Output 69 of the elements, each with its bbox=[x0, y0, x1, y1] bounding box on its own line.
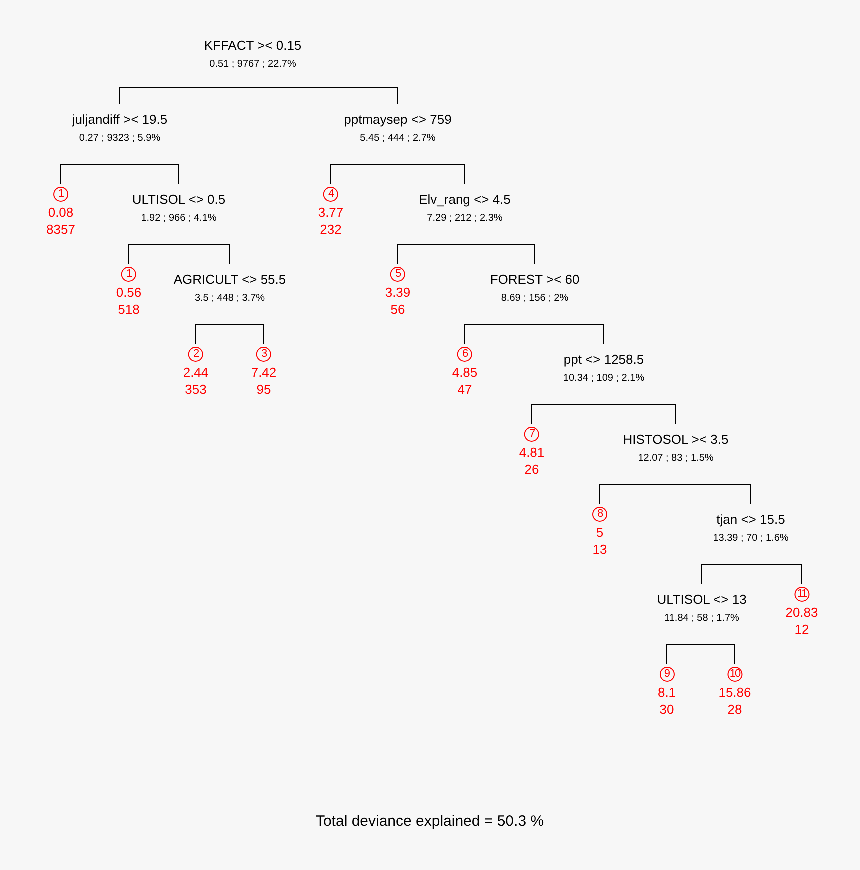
leaf-count: 232 bbox=[320, 222, 342, 238]
tree-branch-line bbox=[532, 404, 604, 424]
leaf-count: 12 bbox=[794, 622, 810, 638]
split-rule: ULTISOL <> 0.5 bbox=[132, 192, 226, 208]
leaf-mean-value: 15.86 bbox=[718, 685, 752, 701]
tree-branch-line bbox=[398, 244, 466, 264]
leaf-mean-value: 2.44 bbox=[183, 365, 209, 381]
tree-branch-line bbox=[60, 164, 120, 184]
split-rule: HISTOSOL >< 3.5 bbox=[623, 432, 729, 448]
tree-branch-line bbox=[750, 564, 802, 584]
leaf-count: 26 bbox=[524, 462, 540, 478]
leaf-count: 518 bbox=[118, 302, 140, 318]
tree-branch-line bbox=[702, 564, 752, 584]
tree-branch-line bbox=[604, 404, 676, 424]
leaf-count: 13 bbox=[592, 542, 608, 558]
node-stats: 0.27 ; 9323 ; 5.9% bbox=[79, 132, 161, 146]
split-rule: AGRICULT <> 55.5 bbox=[174, 272, 286, 288]
tree-branch-line bbox=[196, 324, 230, 344]
leaf-mean-value: 4.85 bbox=[452, 365, 478, 381]
leaf-mean-value: 7.42 bbox=[251, 365, 277, 381]
node-stats: 0.51 ; 9767 ; 22.7% bbox=[210, 58, 296, 72]
node-stats: 8.69 ; 156 ; 2% bbox=[501, 292, 569, 306]
split-rule: ppt <> 1258.5 bbox=[564, 352, 644, 368]
leaf-count: 30 bbox=[660, 702, 674, 718]
leaf-mean-value: 20.83 bbox=[786, 605, 818, 621]
tree-branch-line bbox=[600, 484, 676, 504]
tree-branch-line bbox=[128, 244, 180, 264]
node-stats: 1.92 ; 966 ; 4.1% bbox=[141, 212, 217, 226]
tree-branch-line bbox=[120, 88, 254, 104]
tree-branch-line bbox=[464, 324, 536, 344]
split-rule: Elv_rang <> 4.5 bbox=[419, 192, 511, 208]
leaf-mean-value: 4.81 bbox=[519, 445, 545, 461]
leaf-count: 353 bbox=[185, 382, 207, 398]
leaf-count: 56 bbox=[390, 302, 406, 318]
tree-branch-line bbox=[534, 324, 604, 344]
leaf-mean-value: 0.56 bbox=[116, 285, 142, 301]
tree-branch-line bbox=[702, 644, 736, 664]
leaf-count: 8357 bbox=[46, 222, 76, 238]
leaf-count: 95 bbox=[256, 382, 272, 398]
caption: Total deviance explained = 50.3 % bbox=[316, 812, 544, 832]
split-rule: juljandiff >< 19.5 bbox=[72, 112, 168, 128]
leaf-mean-value: 3.77 bbox=[318, 205, 344, 221]
tree-branch-line bbox=[666, 644, 702, 664]
tree-branch-line bbox=[252, 88, 398, 104]
tree-branch-line bbox=[398, 164, 466, 184]
tree-branch-line bbox=[120, 164, 180, 184]
leaf-mean-value: 8.1 bbox=[658, 685, 676, 701]
node-stats: 11.84 ; 58 ; 1.7% bbox=[664, 612, 740, 626]
leaf-count: 47 bbox=[458, 382, 472, 398]
leaf-mean-value: 5 bbox=[596, 525, 604, 541]
split-rule: ULTISOL <> 13 bbox=[657, 592, 747, 608]
tree-branch-line bbox=[178, 244, 230, 264]
leaf-count: 28 bbox=[728, 702, 742, 718]
node-stats: 10.34 ; 109 ; 2.1% bbox=[563, 372, 645, 386]
node-stats: 5.45 ; 444 ; 2.7% bbox=[360, 132, 436, 146]
leaf-mean-value: 0.08 bbox=[48, 205, 74, 221]
split-rule: FOREST >< 60 bbox=[490, 272, 580, 288]
node-stats: 7.29 ; 212 ; 2.3% bbox=[427, 212, 503, 226]
split-rule: tjan <> 15.5 bbox=[716, 512, 786, 528]
split-rule: KFFACT >< 0.15 bbox=[204, 38, 302, 54]
split-rule: pptmaysep <> 759 bbox=[344, 112, 452, 128]
tree-branch-line bbox=[230, 324, 264, 344]
tree-branch-line bbox=[330, 164, 398, 184]
node-stats: 3.5 ; 448 ; 3.7% bbox=[194, 292, 266, 306]
node-stats: 13.39 ; 70 ; 1.6% bbox=[713, 532, 789, 546]
tree-branch-line bbox=[464, 244, 536, 264]
leaf-mean-value: 3.39 bbox=[385, 285, 411, 301]
node-stats: 12.07 ; 83 ; 1.5% bbox=[638, 452, 714, 466]
tree-branch-line bbox=[676, 484, 752, 504]
